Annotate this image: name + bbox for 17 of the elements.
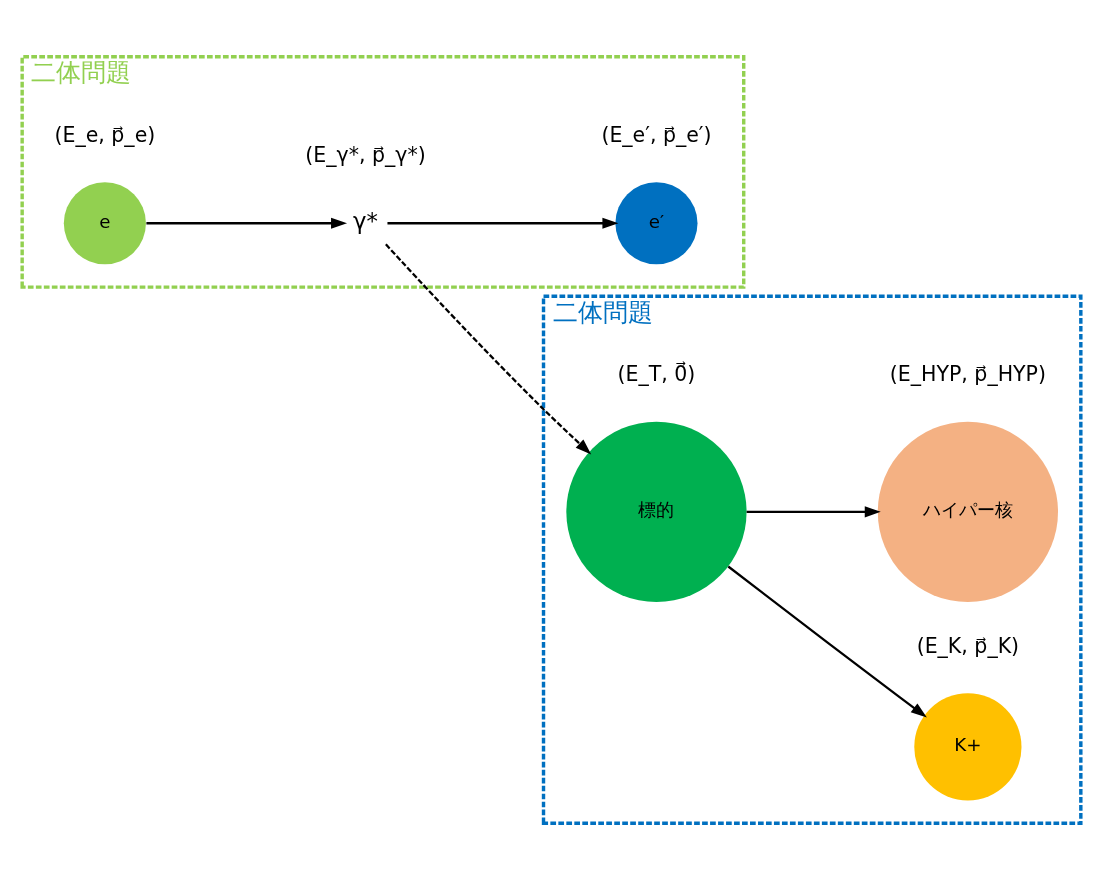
arrow — [146, 217, 348, 229]
node-label: (E_K, p⃗_K) — [916, 633, 1020, 658]
node-circle: e — [63, 181, 146, 264]
node-circle: K+ — [914, 692, 1022, 800]
node-circle: e′ — [615, 181, 698, 264]
node-text: γ* — [353, 207, 378, 234]
node-label: (E_T, 0⃗) — [617, 361, 696, 386]
node-label: (E_HYP, p⃗_HYP) — [889, 361, 1046, 386]
arrow — [387, 217, 619, 229]
node-label: (E_e, p⃗_e) — [54, 122, 156, 147]
node-circle: ハイパー核 — [877, 421, 1058, 602]
arrow — [385, 243, 592, 454]
node-circle: 標的 — [566, 421, 747, 602]
node-label: (E_γ*, p⃗_γ*) — [305, 142, 426, 167]
arrow — [727, 565, 927, 717]
arrow — [746, 505, 881, 517]
node-label: (E_e′, p⃗_e′) — [601, 122, 712, 147]
